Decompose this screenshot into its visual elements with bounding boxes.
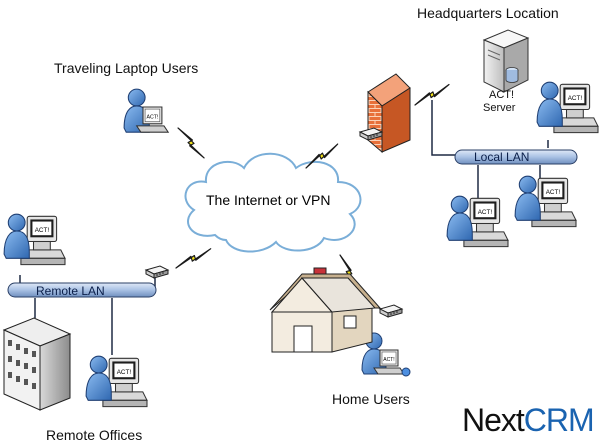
headquarters-label: Headquarters Location [417, 5, 559, 21]
act-server-label-line1: ACT! [489, 89, 515, 101]
firewall-icon [367, 73, 411, 154]
server-icon [482, 29, 530, 93]
nextcrm-logo: NextCRM [462, 402, 595, 439]
traveling-laptop-user [123, 88, 169, 133]
connection-lines [19, 100, 549, 355]
router-icon [379, 304, 403, 318]
logo-part-next: Next [462, 402, 525, 438]
remote-lan-label: Remote LAN [36, 284, 105, 298]
internet-vpn-label: The Internet or VPN [206, 192, 331, 208]
remote-user-computer [85, 355, 148, 408]
logo-part-crm: CRM [523, 402, 595, 438]
remote-offices-label: Remote Offices [46, 427, 143, 443]
local-lan-bar [454, 149, 578, 165]
local-lan-label: Local LAN [474, 150, 530, 164]
lightning-icon [173, 127, 209, 159]
mouse-icon [401, 367, 411, 377]
hq-user-computer [514, 175, 577, 228]
router-icon [145, 265, 169, 279]
remote-lan-bar [7, 282, 157, 298]
cloud-icon [184, 152, 362, 253]
house-icon [269, 267, 382, 353]
remote-user-computer [3, 213, 66, 266]
hq-user-computer [446, 195, 509, 248]
traveling-users-label: Traveling Laptop Users [54, 60, 199, 76]
hq-user-computer [536, 81, 599, 134]
lightning-icon [175, 239, 212, 278]
act-server-label-line2: Server [483, 102, 516, 114]
office-building-icon [2, 317, 72, 411]
home-users-label: Home Users [332, 391, 410, 407]
